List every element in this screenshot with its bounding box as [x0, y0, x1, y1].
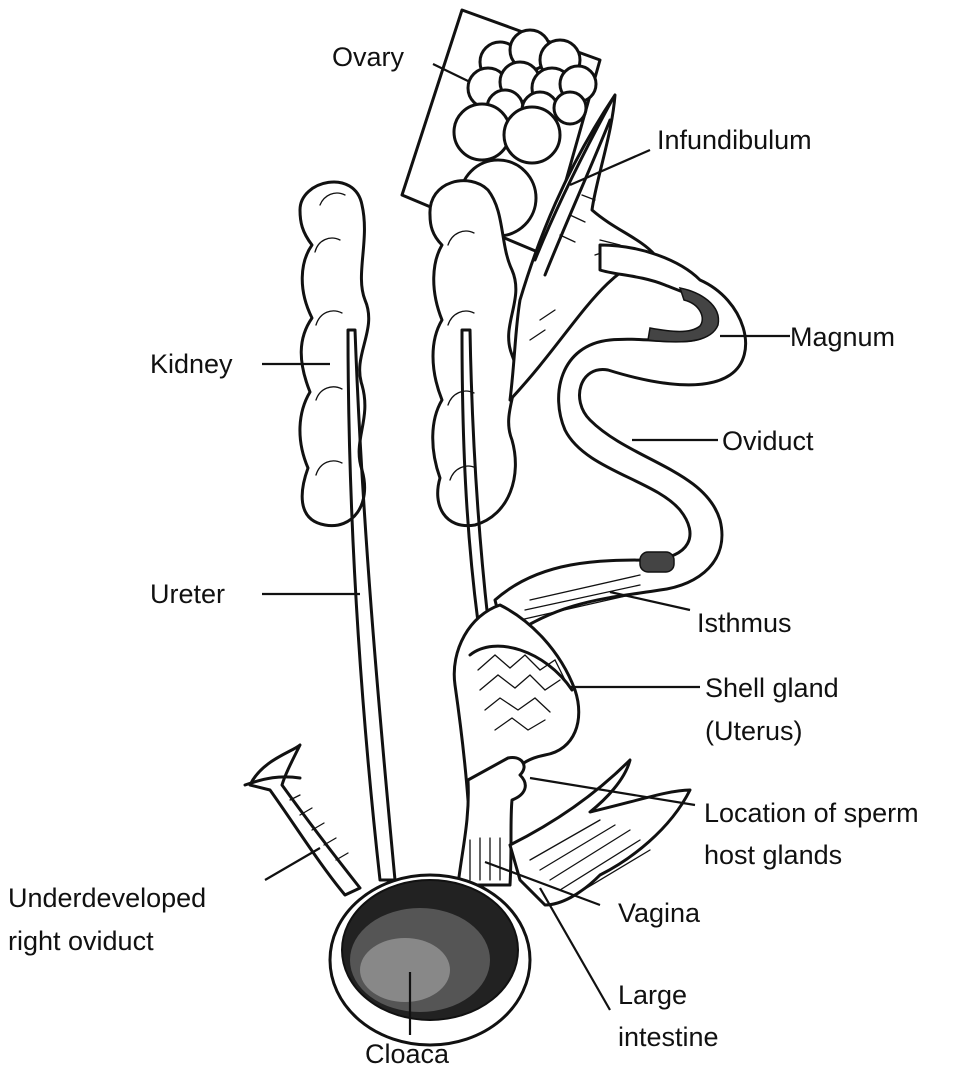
- label-sperm-host-line1: Location of sperm: [704, 798, 919, 828]
- label-cloaca: Cloaca: [365, 1039, 450, 1068]
- label-vagina: Vagina: [618, 898, 701, 928]
- large-intestine: [510, 760, 690, 905]
- label-ovary: Ovary: [332, 42, 405, 72]
- underdeveloped-right-oviduct: [245, 745, 360, 895]
- label-ureter: Ureter: [150, 579, 225, 609]
- label-magnum: Magnum: [790, 322, 895, 352]
- label-large-intestine-line2: intestine: [618, 1022, 719, 1052]
- label-sperm-host-line2: host glands: [704, 840, 842, 870]
- ovary-follicle-large-2: [504, 107, 560, 163]
- label-shell-gland-line2: (Uterus): [705, 716, 803, 746]
- kidney-left: [430, 181, 516, 526]
- label-underdeveloped-line2: right oviduct: [8, 926, 154, 956]
- ovary-follicle-large-1: [454, 104, 510, 160]
- cloaca: [330, 875, 530, 1045]
- kidney-right: [300, 182, 369, 526]
- isthmus-stipple: [640, 552, 674, 572]
- label-isthmus: Isthmus: [697, 608, 792, 638]
- label-underdeveloped-line1: Underdeveloped: [8, 883, 206, 913]
- label-large-intestine-line1: Large: [618, 980, 687, 1010]
- label-shell-gland-line1: Shell gland: [705, 673, 839, 703]
- label-infundibulum: Infundibulum: [657, 125, 812, 155]
- label-oviduct: Oviduct: [722, 426, 814, 456]
- label-kidney: Kidney: [150, 349, 233, 379]
